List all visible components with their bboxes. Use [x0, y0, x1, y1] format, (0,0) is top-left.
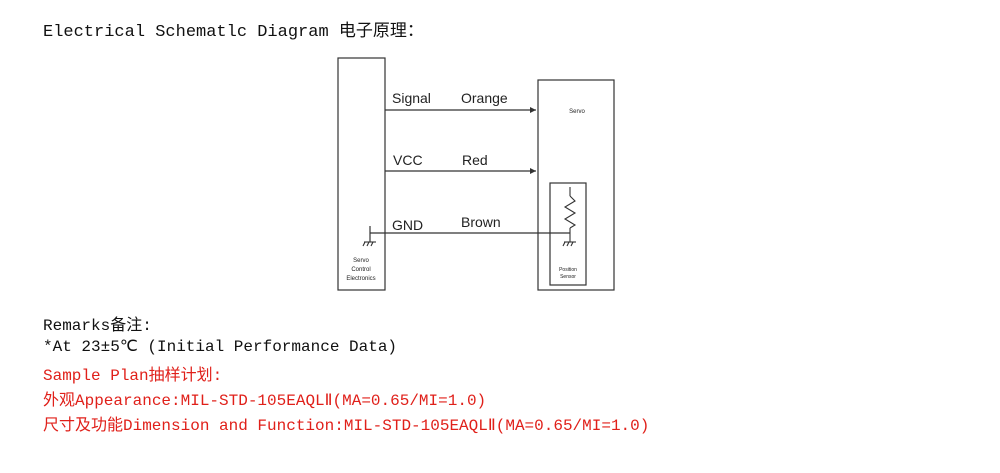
remark-line-dimension-function: 尺寸及功能Dimension and Function:MIL-STD-105E… — [43, 417, 650, 435]
servo-control-box — [337, 57, 386, 291]
vcc-label: VCC — [393, 152, 423, 168]
schematic-diagram: Signal Orange VCC Red GND Brown Servo Co… — [337, 57, 615, 291]
vcc-arrow-icon — [530, 168, 536, 174]
remarks-heading: Remarks备注: — [43, 317, 152, 335]
ground-icon-left — [362, 241, 376, 247]
ground-icon-right — [562, 241, 576, 247]
signal-label: Signal — [392, 90, 431, 106]
gnd-color-label: Brown — [461, 214, 501, 230]
servo-control-label-line3: Electronics — [346, 276, 375, 282]
servo-control-label-line1: Servo — [353, 258, 369, 264]
servo-box-label: Servo — [569, 109, 585, 115]
position-sensor-label-line1: Position — [559, 267, 577, 273]
vcc-color-label: Red — [462, 152, 488, 168]
servo-box — [537, 79, 615, 291]
position-sensor-label-line2: Sensor — [560, 274, 576, 280]
servo-control-label-line2: Control — [351, 267, 370, 273]
potentiometer-icon — [563, 195, 577, 229]
remark-line-sample-plan: Sample Plan抽样计划: — [43, 367, 223, 385]
remark-line-appearance: 外观Appearance:MIL-STD-105EAQLⅡ(MA=0.65/MI… — [43, 392, 487, 410]
gnd-label: GND — [392, 217, 423, 233]
remark-line-temperature: *At 23±5℃ (Initial Performance Data) — [43, 338, 398, 356]
signal-arrow-icon — [530, 107, 536, 113]
position-sensor-box — [549, 182, 587, 286]
diagram-title: Electrical Schematlc Diagram 电子原理： — [43, 23, 424, 42]
signal-color-label: Orange — [461, 90, 508, 106]
